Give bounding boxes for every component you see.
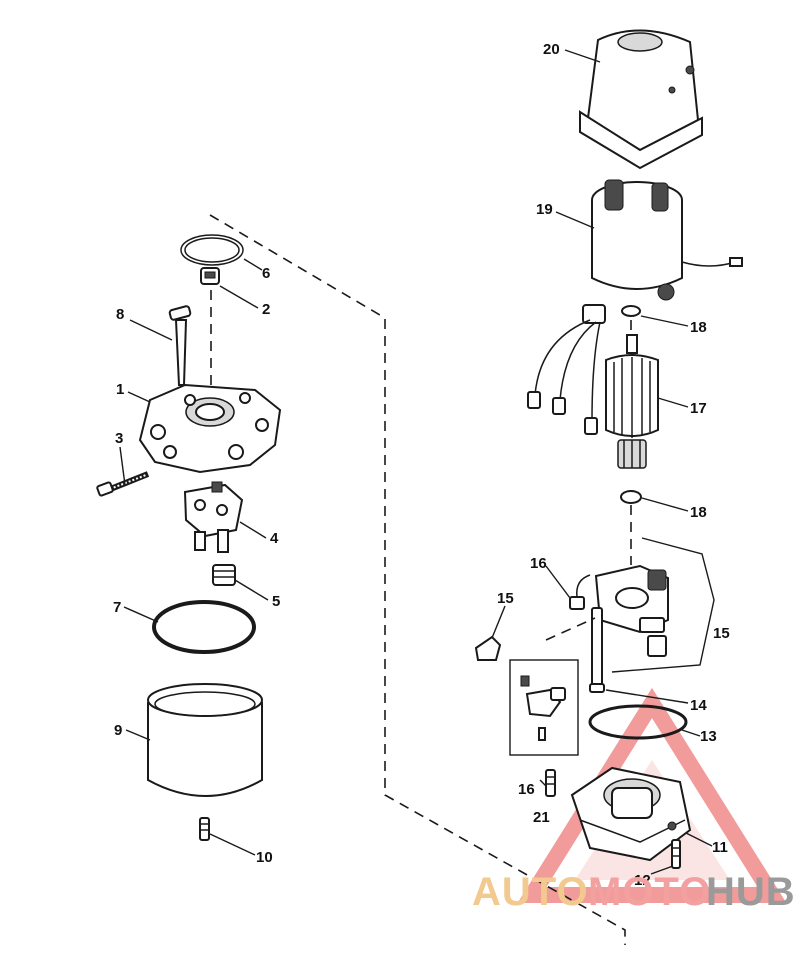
callout-7: 7 bbox=[113, 599, 121, 616]
part-6-oring bbox=[180, 234, 244, 266]
part-5-fitting bbox=[212, 564, 236, 586]
callout-18-top: 18 bbox=[690, 319, 707, 336]
part-17-armature bbox=[605, 334, 659, 469]
callout-14: 14 bbox=[690, 697, 707, 714]
part-12-screw bbox=[671, 839, 681, 869]
callout-12: 12 bbox=[634, 872, 651, 889]
part-9-reservoir bbox=[147, 683, 263, 797]
part-13-oring bbox=[588, 704, 688, 740]
callout-2: 2 bbox=[262, 301, 270, 318]
part-15-brush-holder bbox=[594, 564, 669, 657]
callout-15-right: 15 bbox=[713, 625, 730, 642]
callout-10: 10 bbox=[256, 849, 273, 866]
callout-8: 8 bbox=[116, 306, 124, 323]
callout-19: 19 bbox=[536, 201, 553, 218]
watermark-hub: HUB bbox=[706, 870, 796, 914]
callout-13: 13 bbox=[700, 728, 717, 745]
callout-4: 4 bbox=[270, 530, 279, 547]
leader-lines bbox=[119, 49, 713, 875]
part-18-washer-bottom bbox=[620, 490, 642, 504]
callout-1: 1 bbox=[116, 381, 124, 398]
part-21-screw bbox=[545, 769, 556, 797]
callout-21: 21 bbox=[533, 809, 550, 826]
part-7-oring bbox=[152, 600, 256, 654]
field-frame-wires bbox=[527, 304, 606, 435]
dash-kit-to-holder bbox=[545, 617, 596, 641]
callout-17: 17 bbox=[690, 400, 707, 417]
part-15-clip bbox=[474, 635, 502, 661]
callout-5: 5 bbox=[272, 593, 280, 610]
part-10-screw bbox=[199, 817, 210, 841]
callout-15-left: 15 bbox=[497, 590, 514, 607]
part-14-through-bolt bbox=[589, 607, 605, 693]
part-18-washer-top bbox=[621, 305, 641, 317]
part-6-oring-inner bbox=[184, 237, 240, 263]
part-3-screw bbox=[96, 471, 150, 497]
callout-11: 11 bbox=[712, 839, 728, 856]
bracket-15 bbox=[611, 537, 715, 673]
part-8-plug bbox=[168, 305, 192, 386]
part-1-pump-body bbox=[138, 383, 282, 474]
callout-18-bottom: 18 bbox=[690, 504, 707, 521]
watermark-moto: MOTO bbox=[588, 870, 711, 914]
callout-3: 3 bbox=[115, 430, 123, 447]
callout-16-top: 16 bbox=[530, 555, 547, 572]
callout-labels: 20 19 18 17 18 16 15 15 14 13 16 21 11 1… bbox=[113, 41, 730, 889]
part-11-end-frame bbox=[570, 766, 692, 862]
part-2-check bbox=[200, 267, 220, 285]
watermark-auto: AUTO bbox=[472, 870, 589, 914]
part-20-motor-cover bbox=[579, 29, 703, 170]
part-4-valve-body bbox=[183, 481, 244, 553]
watermark-text: AUTO MOTO HUB bbox=[472, 870, 796, 914]
callout-6: 6 bbox=[262, 265, 270, 282]
part-16-brush-kit-box bbox=[509, 659, 579, 756]
callout-20: 20 bbox=[543, 41, 560, 58]
callout-16-bottom: 16 bbox=[518, 781, 535, 798]
part-19-field-frame bbox=[591, 179, 743, 301]
callout-9: 9 bbox=[114, 722, 122, 739]
part-16-brush-top bbox=[569, 574, 591, 610]
assembly-dashed-line bbox=[209, 214, 626, 945]
